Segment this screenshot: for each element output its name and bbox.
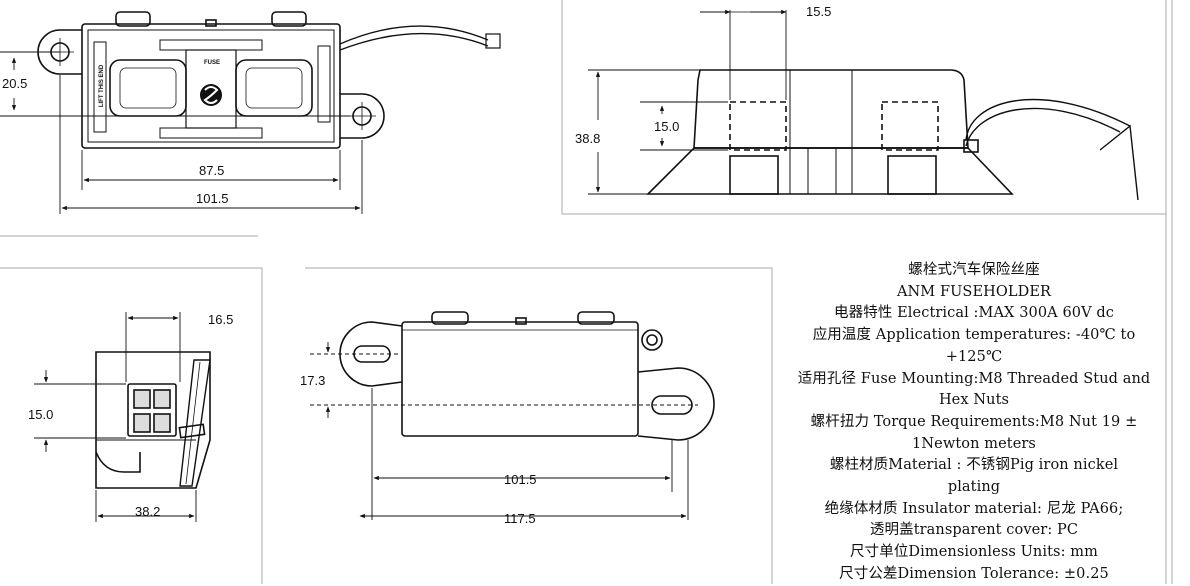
spec-line-mounting-cont: Hex Nuts — [938, 392, 1010, 409]
spec-line-cover: 透明盖transparent cover: PC — [869, 522, 1079, 539]
spec-line-title-en: ANM FUSEHOLDER — [896, 283, 1052, 300]
side-base — [646, 147, 1014, 195]
lift-this-end-label: LIFT THIS END — [99, 64, 105, 107]
spec-text-block: 螺栓式汽车保险丝座 ANM FUSEHOLDER 电器特性 Electrical… — [776, 260, 1172, 586]
right-mounting-ear — [340, 93, 385, 139]
front-view — [339, 311, 715, 441]
dim-side-top: 15.5 — [806, 4, 831, 19]
spec-line-units: 尺寸单位Dimensionless Units: mm — [850, 544, 1098, 561]
end-view-dimensions — [34, 312, 197, 522]
spec-line-insulator: 绝缘体材质 Insulator material: 尼龙 PA66; — [824, 500, 1124, 517]
spec-line-material: 螺柱材质Material : 不锈钢Pig iron nickel — [829, 457, 1119, 474]
spec-line-temperature: 应用温度 Application temperatures: -40℃ to — [812, 327, 1136, 344]
wire-tie — [339, 25, 489, 45]
spec-line-temperature-cont: +125℃ — [945, 348, 1003, 365]
spec-line-tolerance: 尺寸公差Dimension Tolerance: ±0.25 — [839, 565, 1109, 582]
side-view — [646, 69, 1139, 201]
spec-line-material-cont: plating — [947, 479, 1001, 496]
spec-line-torque: 螺杆扭力 Torque Requirements:M8 Nut 19 ± — [810, 413, 1138, 430]
dim-end-window: 15.0 — [28, 407, 53, 422]
dim-front-height: 17.3 — [300, 373, 325, 388]
spec-line-title-cn: 螺栓式汽车保险丝座 — [908, 262, 1040, 278]
spec-line-torque-cont: 1Newton meters — [912, 435, 1036, 452]
front-body — [401, 321, 639, 437]
side-body — [693, 69, 969, 149]
spec-line-mounting: 适用孔径 Fuse Mounting:M8 Threaded Stud and — [797, 370, 1151, 387]
dim-top-height: 20.5 — [2, 76, 27, 91]
dim-front-outer: 117.5 — [504, 511, 536, 526]
dim-top-inner: 87.5 — [199, 163, 224, 178]
top-view — [37, 11, 501, 149]
fuse-label: FUSE — [204, 60, 220, 66]
end-wire — [179, 359, 211, 487]
dim-top-outer: 101.5 — [196, 191, 229, 206]
top-body — [81, 23, 341, 149]
front-view-dimensions — [310, 353, 698, 406]
side-view-dimensions — [588, 9, 787, 195]
dim-front-inner: 101.5 — [504, 472, 537, 487]
top-view-dimensions — [0, 51, 363, 214]
end-body — [95, 351, 211, 489]
end-view — [95, 351, 211, 489]
dim-side-window: 15.0 — [654, 119, 679, 134]
front-left-ear — [339, 321, 403, 387]
side-wire — [965, 98, 1131, 141]
dim-end-width: 38.2 — [135, 504, 160, 519]
dim-end-top: 16.5 — [208, 312, 233, 327]
front-right-ear — [637, 367, 715, 441]
dim-side-height: 38.8 — [575, 131, 600, 146]
spec-line-electrical: 电器特性 Electrical :MAX 300A 60V dc — [834, 305, 1114, 322]
